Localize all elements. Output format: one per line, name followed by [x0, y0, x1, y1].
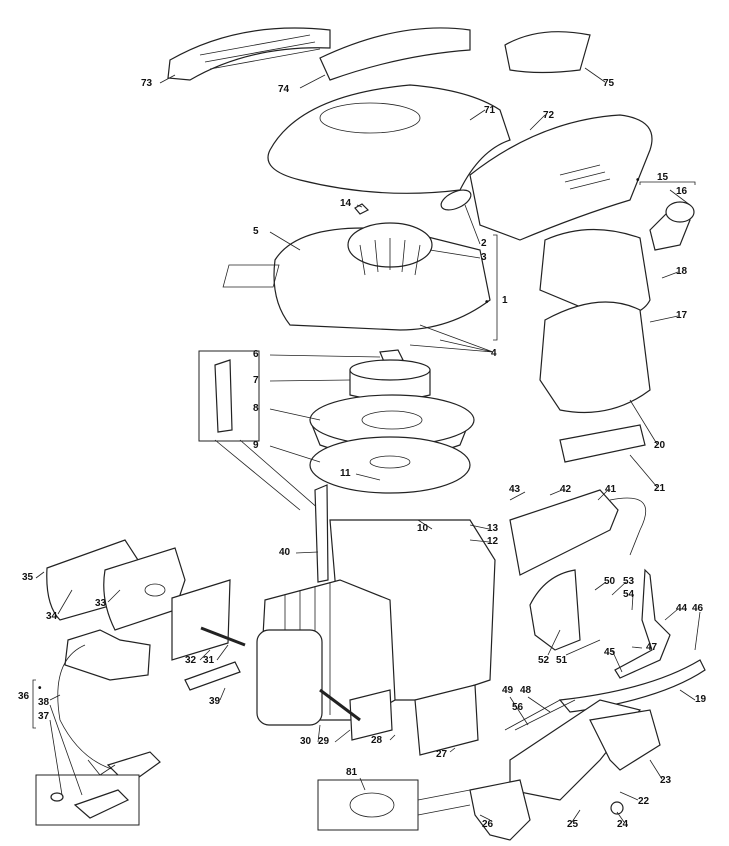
tube-23 — [589, 709, 661, 771]
callout-39: 39 — [209, 696, 221, 707]
flywheel-9 — [309, 436, 471, 494]
callout-17: 17 — [676, 310, 688, 321]
callout-44: 44 — [676, 603, 688, 614]
linkage-rod-49 — [504, 699, 576, 731]
cover-73-ribs — [199, 34, 321, 70]
gasket-28 — [349, 689, 393, 741]
callout-46: 46 — [692, 603, 704, 614]
group-bracket-15 — [639, 181, 696, 185]
callout-2: 2 — [481, 238, 487, 249]
callout-23: 23 — [660, 775, 672, 786]
callout-4: 4 — [491, 348, 497, 359]
callout-26: 26 — [482, 819, 494, 830]
arm-44 — [614, 568, 671, 679]
kit-marker: • — [485, 297, 489, 308]
callout-22: 22 — [638, 796, 650, 807]
shaft-40 — [314, 484, 329, 583]
callout-54: 54 — [623, 589, 635, 600]
cover-74 — [319, 27, 471, 81]
callout-81: 81 — [346, 767, 358, 778]
callout-53: 53 — [623, 576, 635, 587]
callout-13: 13 — [487, 523, 499, 534]
callout-28: 28 — [371, 735, 383, 746]
callout-7: 7 — [253, 375, 259, 386]
callout-56: 56 — [512, 702, 524, 713]
filter-element-21 — [559, 424, 646, 463]
callout-38: 38 — [38, 697, 50, 708]
cover-75 — [504, 31, 591, 74]
callout-3: 3 — [481, 252, 487, 263]
nut-24 — [610, 801, 624, 815]
callout-1: 1 — [502, 295, 508, 306]
gasket-27 — [414, 684, 479, 756]
callout-42: 42 — [560, 484, 572, 495]
group-bracket-1 — [493, 234, 498, 341]
cylinder-head — [256, 629, 323, 726]
spark-plug-39 — [184, 661, 241, 691]
callout-14: 14 — [340, 198, 352, 209]
callout-10: 10 — [417, 523, 429, 534]
callout-18: 18 — [676, 266, 688, 277]
callout-12: 12 — [487, 536, 499, 547]
callout-36: 36 — [18, 691, 30, 702]
air-filter-cover-20 — [539, 301, 651, 414]
callout-72: 72 — [543, 110, 555, 121]
callout-37: 37 — [38, 711, 50, 722]
callout-5: 5 — [253, 226, 259, 237]
group-bracket-36 — [32, 679, 36, 729]
callout-9: 9 — [253, 440, 259, 451]
callout-6: 6 — [253, 349, 259, 360]
gasket-32 — [171, 579, 231, 661]
kit-marker: • — [636, 175, 640, 186]
governor-plate — [529, 569, 581, 651]
callout-45: 45 — [604, 647, 616, 658]
cover-72 — [469, 114, 653, 241]
carburetor-26 — [469, 779, 531, 841]
callout-35: 35 — [22, 572, 34, 583]
callout-29: 29 — [318, 736, 330, 747]
callout-19: 19 — [695, 694, 707, 705]
callout-52: 52 — [538, 655, 550, 666]
callout-71: 71 — [484, 105, 496, 116]
callout-24: 24 — [617, 819, 629, 830]
bracket-41 — [509, 489, 619, 576]
callout-32: 32 — [185, 655, 197, 666]
callout-47: 47 — [646, 642, 658, 653]
callout-74: 74 — [278, 84, 290, 95]
callout-50: 50 — [604, 576, 616, 587]
cover-71 — [267, 84, 511, 194]
callout-11: 11 — [340, 468, 351, 479]
callout-33: 33 — [95, 598, 107, 609]
callout-48: 48 — [520, 685, 532, 696]
kit-marker: • — [38, 683, 42, 694]
ignition-coil — [64, 629, 151, 681]
fan-housing-5 — [273, 227, 491, 331]
callout-21: 21 — [654, 483, 666, 494]
callout-8: 8 — [253, 403, 259, 414]
callout-16: 16 — [676, 186, 688, 197]
callout-43: 43 — [509, 484, 521, 495]
callout-34: 34 — [46, 611, 58, 622]
callout-30: 30 — [300, 736, 312, 747]
muffler-33 — [103, 547, 186, 631]
callout-15: 15 — [657, 172, 669, 183]
callout-40: 40 — [279, 547, 291, 558]
inset-gasket-kit — [317, 779, 419, 831]
callout-49: 49 — [502, 685, 514, 696]
leader-lines — [35, 67, 701, 823]
callout-41: 41 — [605, 484, 617, 495]
callout-31: 31 — [203, 655, 215, 666]
callout-20: 20 — [654, 440, 666, 451]
callout-75: 75 — [603, 78, 615, 89]
callout-27: 27 — [436, 749, 448, 760]
callout-73: 73 — [141, 78, 153, 89]
callout-51: 51 — [556, 655, 568, 666]
callout-25: 25 — [567, 819, 579, 830]
